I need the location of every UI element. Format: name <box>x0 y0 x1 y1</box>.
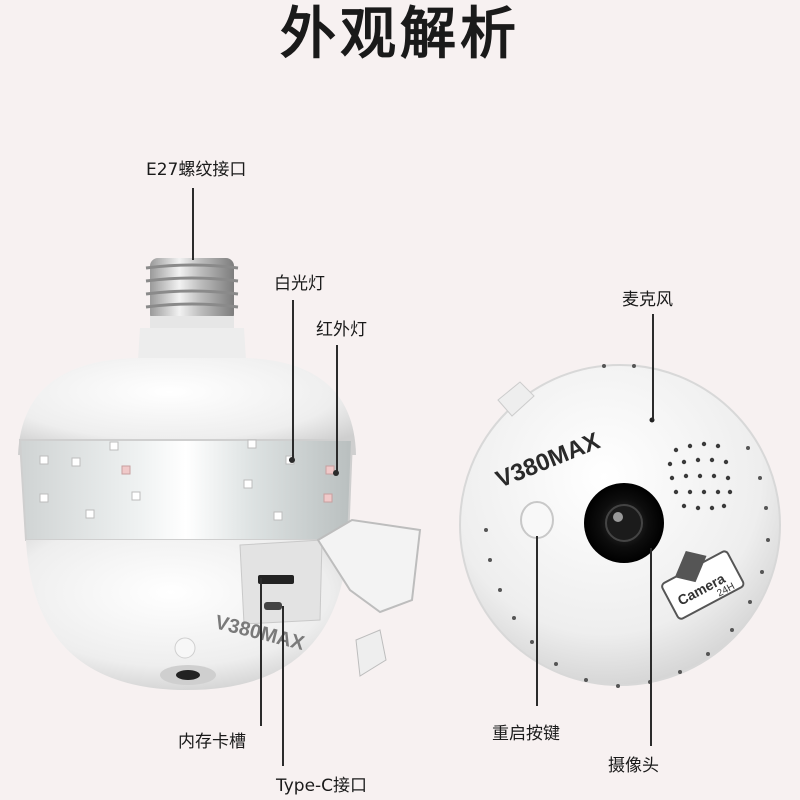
label-memory-slot: 内存卡槽 <box>178 732 246 752</box>
page-title: 外观解析 <box>280 2 520 67</box>
label-typec: Type-C接口 <box>276 776 368 796</box>
line-reset <box>536 536 538 706</box>
dot-white-light <box>289 457 295 463</box>
speaker-grille <box>667 441 733 511</box>
line-infrared <box>336 345 338 473</box>
label-e27: E27螺纹接口 <box>146 160 247 180</box>
line-microphone <box>652 314 654 420</box>
round-camera: V380MAX Camera 24H <box>459 364 781 688</box>
label-white-light: 白光灯 <box>274 274 325 294</box>
line-typec <box>282 606 284 766</box>
label-camera: 摄像头 <box>608 756 659 776</box>
line-camera <box>650 548 652 746</box>
line-memory <box>260 578 262 726</box>
camera-badge: Camera 24H <box>661 550 745 620</box>
label-infrared: 红外灯 <box>316 320 367 340</box>
label-microphone: 麦克风 <box>622 290 673 310</box>
line-e27 <box>192 188 194 260</box>
label-reset: 重启按键 <box>492 724 560 744</box>
line-white-light <box>292 300 294 460</box>
dot-infrared <box>333 470 339 476</box>
